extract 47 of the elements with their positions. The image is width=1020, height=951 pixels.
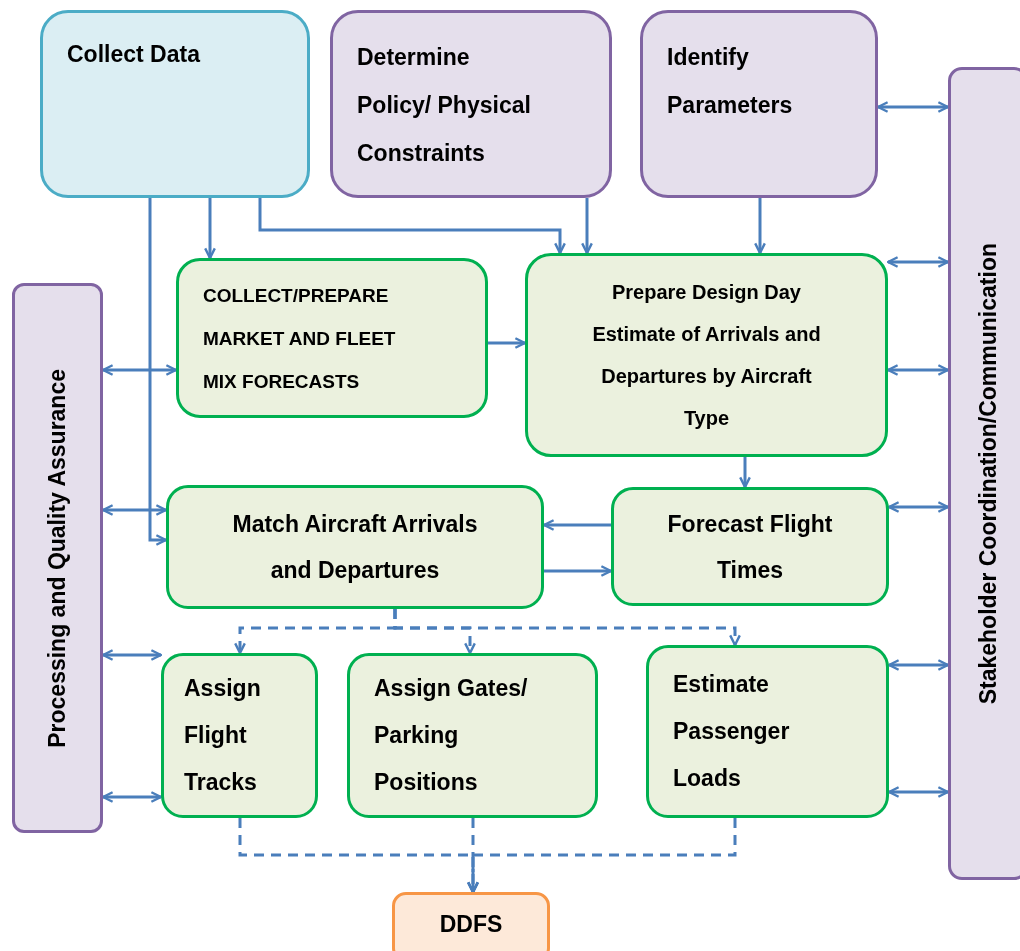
box-label: Match Aircraft Arrivals and Departures bbox=[231, 510, 479, 585]
box-label: Estimate Passenger Loads bbox=[673, 670, 791, 793]
process-box bbox=[40, 10, 310, 198]
double-arrow bbox=[101, 649, 163, 661]
arrow bbox=[148, 198, 168, 546]
arrow bbox=[754, 198, 766, 255]
process-box bbox=[330, 10, 612, 198]
box-label: Prepare Design Day Estimate of Arrivals and Departures by Aircraft Type bbox=[591, 280, 822, 431]
dashed-arrow bbox=[467, 818, 737, 894]
process-box bbox=[640, 10, 878, 198]
process-box bbox=[392, 892, 550, 951]
process-box bbox=[161, 653, 318, 818]
arrow bbox=[544, 565, 613, 577]
arrow bbox=[542, 519, 611, 531]
box-label: Forecast Flight Times bbox=[666, 509, 834, 585]
dashed-arrow bbox=[393, 609, 741, 647]
arrow bbox=[204, 198, 216, 260]
double-arrow bbox=[101, 791, 163, 803]
process-box bbox=[525, 253, 888, 457]
box-label: Assign Flight Tracks bbox=[184, 674, 262, 797]
arrow bbox=[488, 337, 527, 349]
process-box bbox=[176, 258, 488, 418]
double-arrow bbox=[886, 256, 950, 268]
side-bar bbox=[12, 283, 103, 833]
double-arrow bbox=[887, 501, 950, 513]
box-label: DDFS bbox=[439, 910, 503, 939]
box-label: Determine Policy/ Physical Constraints bbox=[357, 43, 532, 168]
box-label: Identify Parameters bbox=[667, 43, 794, 120]
side-bar bbox=[948, 67, 1020, 880]
double-arrow bbox=[887, 786, 950, 798]
box-label: Processing and Quality Assurance bbox=[43, 368, 72, 748]
double-arrow bbox=[876, 101, 950, 113]
arrow bbox=[581, 198, 593, 255]
process-box bbox=[646, 645, 889, 818]
box-label: Stakeholder Coordination/Communication bbox=[973, 242, 1002, 705]
process-box bbox=[347, 653, 598, 818]
process-box bbox=[166, 485, 544, 609]
double-arrow bbox=[886, 364, 950, 376]
process-box bbox=[611, 487, 889, 606]
double-arrow bbox=[887, 659, 950, 671]
double-arrow bbox=[101, 364, 178, 376]
box-label: COLLECT/PREPARE MARKET AND FLEET MIX FORECASTS bbox=[203, 283, 397, 394]
arrow bbox=[258, 198, 566, 255]
box-label: Assign Gates/ Parking Positions bbox=[374, 674, 529, 797]
box-label: Collect Data bbox=[67, 40, 200, 69]
arrow bbox=[739, 457, 751, 489]
double-arrow bbox=[101, 504, 168, 516]
